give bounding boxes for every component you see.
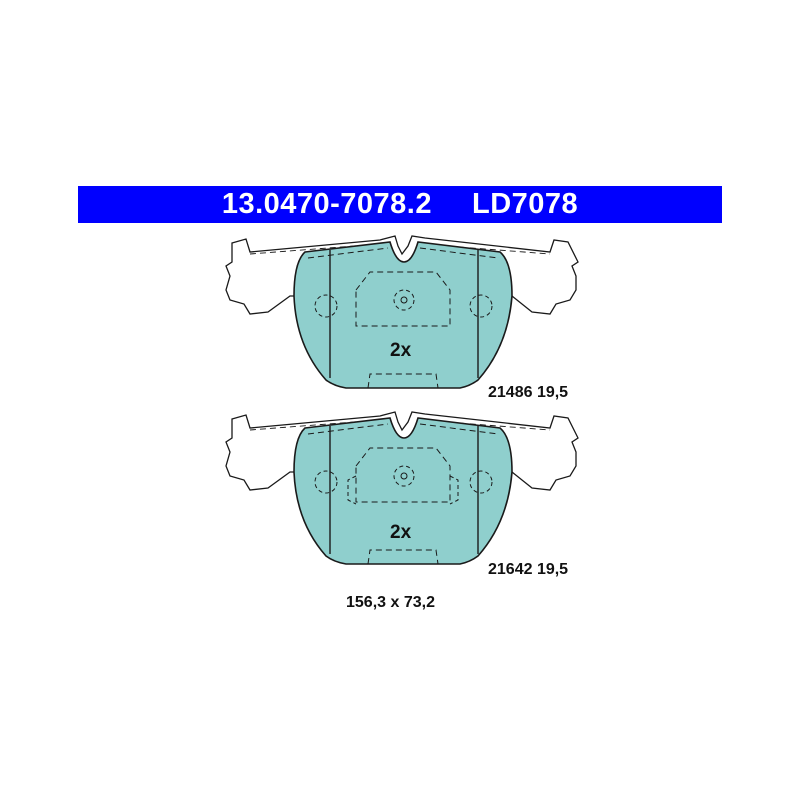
pad-2-quantity: 2x xyxy=(390,522,412,543)
brake-pad-1 xyxy=(225,235,579,389)
part-number: 13.0470-7078.2 xyxy=(221,188,432,220)
pad-2-spec: 21642 19,5 xyxy=(488,561,569,578)
header-bar: 13.0470-7078.2 LD7078 xyxy=(78,186,722,223)
pad-1-spec: 21486 19,5 xyxy=(488,384,569,401)
ld-number: LD7078 xyxy=(472,188,579,220)
pad-1-quantity: 2x xyxy=(390,340,412,361)
pad-dimensions: 156,3 x 73,2 xyxy=(346,594,435,611)
